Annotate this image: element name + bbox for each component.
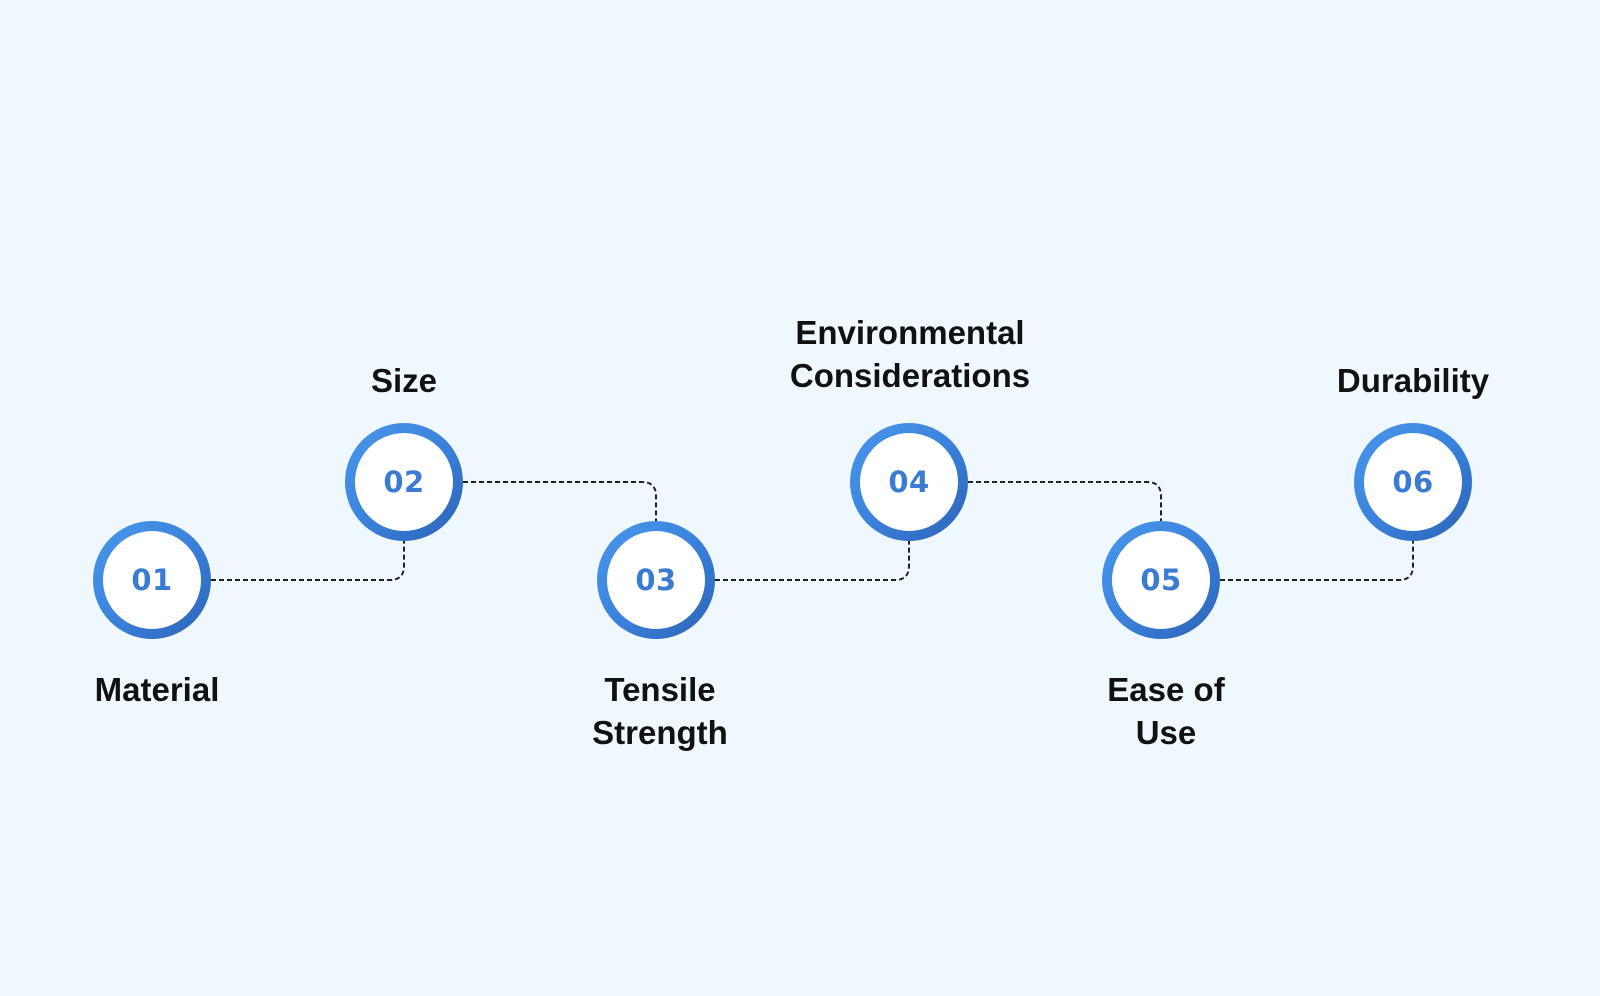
connector-2-3: [463, 481, 657, 521]
step-number-1: 01: [131, 563, 173, 597]
step-number-5: 05: [1140, 563, 1182, 597]
step-label-1-line-1: Material: [94, 671, 220, 708]
step-node-3-face: 03: [607, 531, 705, 629]
step-label-6: Durability: [1253, 359, 1573, 402]
step-number-3: 03: [635, 563, 677, 597]
connector-4-5: [968, 481, 1162, 521]
step-label-2-line-1: Size: [370, 362, 438, 399]
step-node-6-face: 06: [1364, 433, 1462, 531]
step-label-5-line-2: Use: [1135, 714, 1197, 751]
step-label-3-line-1: Tensile: [604, 671, 716, 708]
step-node-6: 06: [1354, 423, 1472, 541]
step-label-3: Tensile Strength: [500, 668, 820, 754]
step-label-4-line-1: Environmental: [795, 314, 1025, 351]
step-label-6-line-1: Durability: [1336, 362, 1490, 399]
step-number-2: 02: [383, 465, 425, 499]
step-label-3-line-2: Strength: [592, 714, 728, 751]
step-node-3: 03: [597, 521, 715, 639]
step-node-4-face: 04: [860, 433, 958, 531]
connector-3-4: [715, 541, 910, 581]
connector-5-6: [1220, 541, 1414, 581]
step-label-5-line-1: Ease of: [1107, 671, 1225, 708]
step-label-2: Size: [244, 359, 564, 402]
step-number-6: 06: [1392, 465, 1434, 499]
step-node-4: 04: [850, 423, 968, 541]
step-node-2: 02: [345, 423, 463, 541]
step-node-1: 01: [93, 521, 211, 639]
step-label-4-line-2: Considerations: [789, 357, 1031, 394]
step-node-5: 05: [1102, 521, 1220, 639]
step-label-1: Material: [0, 668, 317, 711]
step-node-5-face: 05: [1112, 531, 1210, 629]
step-node-1-face: 01: [103, 531, 201, 629]
step-number-4: 04: [888, 465, 930, 499]
step-label-5: Ease of Use: [1006, 668, 1326, 754]
connector-1-2: [211, 541, 405, 581]
step-label-4: Environmental Considerations: [750, 311, 1070, 397]
step-node-2-face: 02: [355, 433, 453, 531]
